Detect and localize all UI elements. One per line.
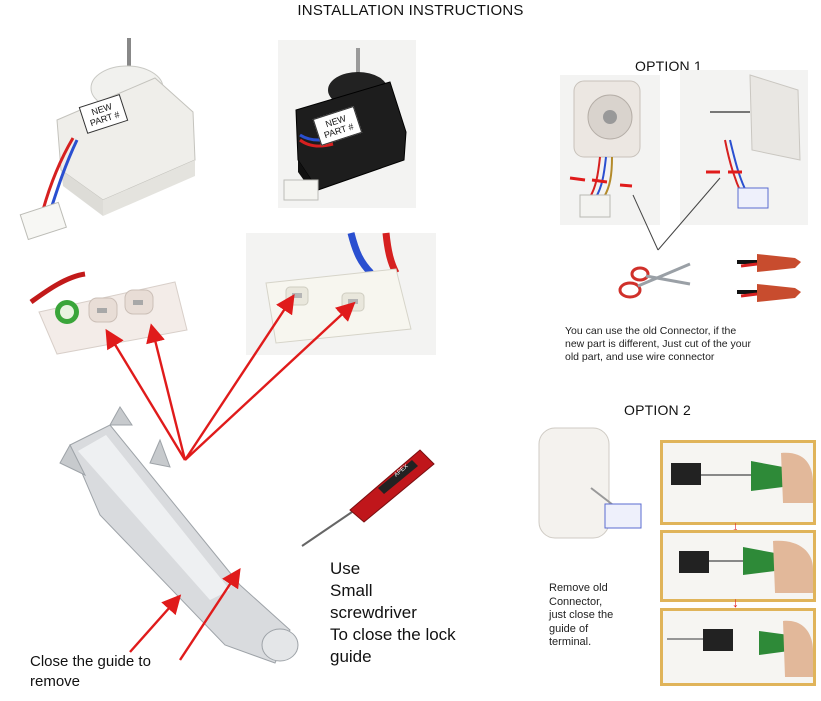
pointer-line <box>632 194 659 251</box>
pointer-line <box>657 177 721 251</box>
screwdriver-photo: APEX <box>300 440 440 550</box>
screwdriver-caption-line: screwdriver <box>330 603 417 622</box>
screwdriver-caption-line: To close the lock <box>330 625 456 644</box>
terminal-caption-line: remove <box>30 673 81 690</box>
option1-caption-line: new part is different, Just cut of the y… <box>565 338 751 350</box>
option1-caption-line: old part, and use wire connector <box>565 351 715 363</box>
option1-caption: You can use the old Connector, if the ne… <box>565 325 815 364</box>
step-arrow-2: ↓ <box>732 594 739 610</box>
screwdriver-caption: Use Small screwdriver To close the lock … <box>330 558 500 668</box>
option2-step1-panel <box>660 440 816 525</box>
option2-title: OPTION 2 <box>624 402 691 418</box>
screwdriver-caption-line: guide <box>330 647 372 666</box>
cut-mark <box>591 178 608 184</box>
arrow-to-guide-1 <box>129 594 182 653</box>
wire-connectors <box>735 250 807 308</box>
terminal-caption: Close the guide to remove <box>30 652 230 692</box>
screwdriver-caption-line: Use <box>330 559 361 578</box>
option1-caption-line: You can use the old Connector, if the <box>565 325 737 337</box>
option2-caption-line: terminal. <box>549 636 592 648</box>
cut-mark <box>569 176 586 182</box>
arrow-to-new-terminal-2 <box>184 301 356 461</box>
option1-motor-photo <box>560 75 660 225</box>
step-arrow-1: ↓ <box>732 518 739 534</box>
arrow-to-guide-2 <box>178 567 241 661</box>
cut-mark <box>619 183 633 188</box>
option2-fan-photo <box>535 418 650 548</box>
option2-caption-line: Remove old <box>549 582 608 594</box>
arrow-to-old-terminal-2 <box>146 323 187 461</box>
terminal-photo <box>40 405 300 670</box>
option2-caption-line: just close the <box>549 609 614 621</box>
arrow-to-new-terminal-1 <box>183 293 295 461</box>
arrow-to-old-terminal-1 <box>105 328 187 461</box>
page-title: INSTALLATION INSTRUCTIONS <box>297 2 524 19</box>
option2-step3-panel <box>660 608 816 686</box>
screwdriver-caption-line: Small <box>330 581 373 600</box>
option1-fan-photo <box>680 70 808 225</box>
option2-step2-panel <box>660 530 816 602</box>
option2-caption-line: guide of <box>549 622 589 635</box>
option2-caption: Remove old Connector, just close the gui… <box>549 582 659 650</box>
option2-caption-line: Connector, <box>549 595 603 608</box>
terminal-caption-line: Close the guide to <box>30 653 151 670</box>
scissors-icon <box>612 258 692 303</box>
